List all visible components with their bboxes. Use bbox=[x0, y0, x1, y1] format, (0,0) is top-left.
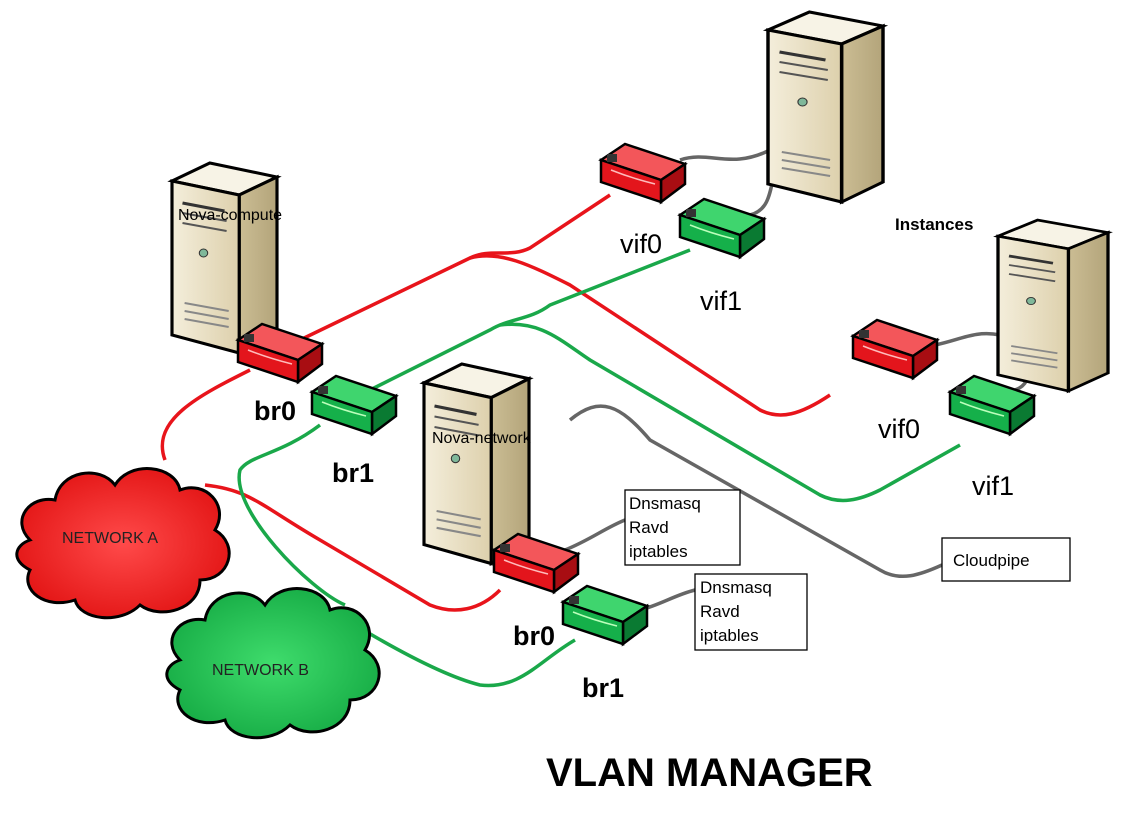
network-br0-switch-icon bbox=[492, 532, 580, 594]
instance-2-server bbox=[996, 218, 1110, 393]
service-item: Dnsmasq bbox=[629, 494, 701, 513]
diagram-title: VLAN MANAGER bbox=[546, 751, 873, 795]
inst2-vif0-switch-icon bbox=[851, 318, 939, 380]
nova-network-server: Nova-network bbox=[422, 362, 532, 566]
service-item: iptables bbox=[629, 542, 688, 561]
service-item: Ravd bbox=[700, 602, 740, 621]
inst1-vif1-label: vif1 bbox=[700, 286, 742, 316]
network-br0-label: br0 bbox=[513, 621, 555, 651]
network-a-cloud: NETWORK A bbox=[15, 467, 231, 620]
link-cloudpipe bbox=[568, 404, 943, 579]
service-item: Dnsmasq bbox=[700, 578, 772, 597]
link-inst2-vif0 bbox=[934, 331, 1001, 347]
compute-br0-switch-icon bbox=[236, 322, 324, 384]
link-compute-br0-to-inst1-vif0 bbox=[299, 193, 611, 342]
network-b-label: NETWORK B bbox=[212, 662, 309, 679]
nova-compute-label: Nova-compute bbox=[178, 207, 282, 224]
br0-services-box: Dnsmasq Ravd iptables bbox=[624, 489, 741, 566]
network-a-label: NETWORK A bbox=[62, 530, 158, 547]
compute-br1-label: br1 bbox=[332, 458, 374, 488]
link-compute-br1-to-inst2-vif1 bbox=[499, 322, 961, 503]
link-networkB-to-network-br1 bbox=[354, 623, 576, 688]
inst1-vif0-label: vif0 bbox=[620, 229, 662, 259]
server-icon bbox=[996, 218, 1110, 393]
br1-services-box: Dnsmasq Ravd iptables bbox=[694, 573, 808, 651]
link-inst1-vif0 bbox=[679, 148, 771, 162]
nova-network-label: Nova-network bbox=[432, 430, 532, 447]
inst1-vif1-switch-icon bbox=[678, 197, 766, 259]
inst1-vif0-switch-icon bbox=[599, 142, 687, 204]
nova-compute-server: Nova-compute bbox=[170, 161, 282, 355]
link-compute-to-inst2-vif0 bbox=[469, 254, 831, 417]
instance-1-server bbox=[766, 10, 885, 204]
cloudpipe-label: Cloudpipe bbox=[953, 551, 1030, 570]
service-item: iptables bbox=[700, 626, 759, 645]
compute-br0-label: br0 bbox=[254, 396, 296, 426]
red-links bbox=[160, 193, 831, 612]
server-icon bbox=[766, 10, 885, 204]
cloudpipe-box: Cloudpipe bbox=[941, 537, 1071, 582]
link-compute-br0-to-networkA bbox=[160, 368, 251, 461]
cloud-icon bbox=[15, 467, 231, 620]
link-compute-br1-to-inst1-vif1 bbox=[359, 248, 691, 397]
inst2-vif1-label: vif1 bbox=[972, 471, 1014, 501]
inst2-vif0-label: vif0 bbox=[878, 414, 920, 444]
service-item: Ravd bbox=[629, 518, 669, 537]
link-networkA-to-network-br0 bbox=[204, 483, 502, 612]
server-icon bbox=[422, 362, 531, 566]
link-networkB-to-compute-br1 bbox=[237, 423, 346, 607]
network-br1-label: br1 bbox=[582, 673, 624, 703]
network-br1-switch-icon bbox=[561, 584, 649, 646]
green-links bbox=[237, 248, 961, 688]
instances-label: Instances bbox=[895, 215, 973, 234]
cloud-icon bbox=[165, 587, 381, 740]
network-b-cloud: NETWORK B bbox=[165, 587, 381, 740]
link-br0-services bbox=[564, 518, 626, 552]
